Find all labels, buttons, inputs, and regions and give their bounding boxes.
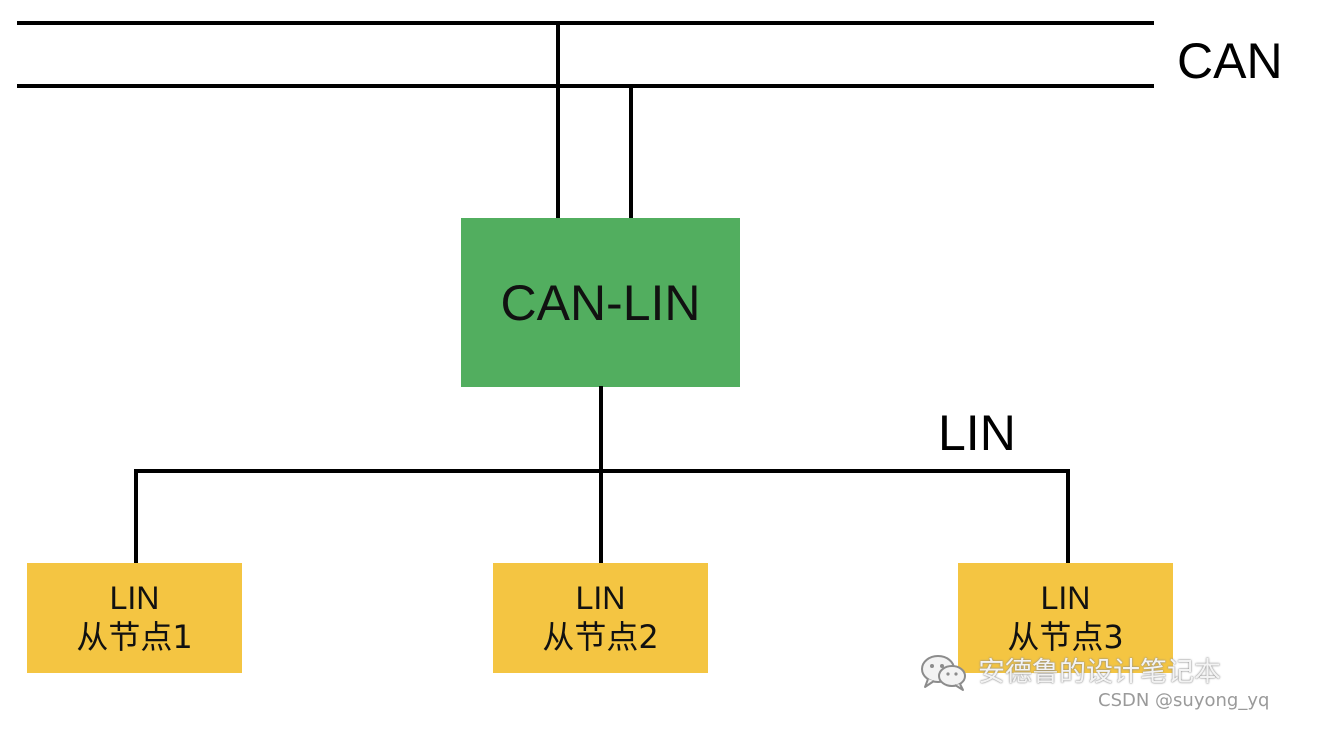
watermark-text: 安德鲁的设计笔记本 [978, 656, 1221, 688]
gateway-label: CAN-LIN [500, 274, 701, 331]
can-bus-high-line [17, 21, 1154, 25]
gateway-can-high-connector [556, 21, 560, 220]
slave-protocol-label: LIN [109, 580, 160, 616]
csdn-credit: CSDN @suyong_yq [1098, 690, 1270, 711]
can-lin-gateway-node: CAN-LIN [461, 218, 740, 387]
slave-3-connector [1066, 469, 1070, 565]
slave-name-label: 从节点1 [76, 618, 193, 656]
lin-slave-node-1: LIN 从节点1 [27, 563, 242, 673]
can-bus-low-line [17, 84, 1154, 88]
watermark: 安德鲁的设计笔记本 [918, 652, 1221, 692]
slave-protocol-label: LIN [575, 580, 626, 616]
lin-bus-line [134, 469, 1070, 473]
lin-slave-node-3: LIN 从节点3 [958, 563, 1173, 673]
slave-protocol-label: LIN [1040, 580, 1091, 616]
can-bus-label: CAN [1177, 33, 1283, 89]
wechat-icon [918, 652, 970, 692]
slave-name-label: 从节点2 [542, 618, 659, 656]
slave-name-label: 从节点3 [1007, 618, 1124, 656]
slave-1-connector [134, 469, 138, 565]
lin-bus-label: LIN [938, 405, 1016, 461]
lin-slave-node-2: LIN 从节点2 [493, 563, 708, 673]
gateway-lin-connector [599, 386, 603, 565]
gateway-can-low-connector [629, 84, 633, 220]
